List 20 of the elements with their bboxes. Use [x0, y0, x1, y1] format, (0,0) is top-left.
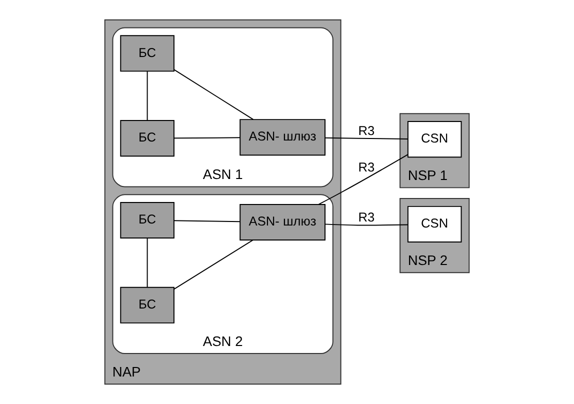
edge-label: R3 [358, 159, 375, 174]
connector [324, 137, 408, 140]
node-box: CSN [407, 206, 462, 242]
connector [146, 70, 148, 121]
connector [174, 137, 240, 139]
node-box: ASN- шлюз [240, 119, 326, 156]
connector [174, 69, 254, 120]
node-box: БС [120, 120, 174, 157]
node-box: ASN- шлюз [240, 204, 326, 240]
edge-label: R3 [358, 210, 375, 225]
node-box: БС [120, 286, 174, 324]
node-box: БС [120, 202, 174, 239]
connector [146, 238, 148, 288]
node-box: БС [120, 35, 174, 72]
connector [174, 240, 254, 290]
connector [318, 154, 408, 205]
edge-label: R3 [358, 122, 375, 138]
node-box: CSN [407, 121, 462, 158]
connector [324, 224, 408, 226]
connector [174, 220, 240, 222]
